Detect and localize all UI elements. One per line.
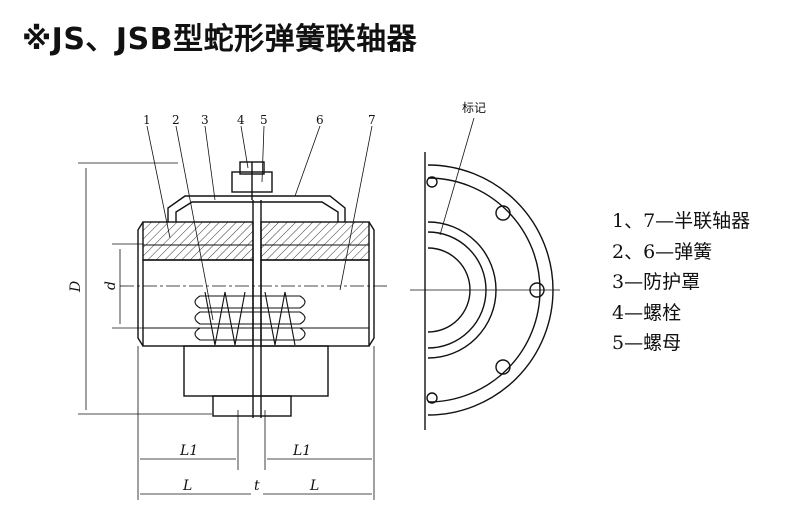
bolt-holes bbox=[426, 176, 545, 404]
right-hub-upper bbox=[260, 221, 370, 261]
left-hub-lower bbox=[142, 259, 254, 347]
side-section-view bbox=[78, 125, 390, 500]
legend-item: 3—防护罩 bbox=[612, 271, 701, 293]
end-view bbox=[410, 117, 560, 430]
callout-2: 2 bbox=[172, 113, 180, 127]
marker-label: 标记 bbox=[462, 101, 486, 115]
callout-3: 3 bbox=[201, 113, 209, 127]
page-title: ※JS、JSB型蛇形弹簧联轴器 bbox=[22, 22, 418, 57]
dim-L1-left: L1 bbox=[179, 443, 198, 459]
grid-spring bbox=[194, 291, 306, 346]
dim-L-right: L bbox=[309, 478, 319, 494]
callout-7: 7 bbox=[368, 113, 376, 127]
callout-4: 4 bbox=[237, 113, 245, 127]
legend-item: 2、6—弹簧 bbox=[612, 240, 713, 263]
callout-1: 1 bbox=[143, 113, 151, 127]
lower-body bbox=[183, 345, 329, 397]
callout-6: 6 bbox=[316, 113, 324, 127]
dim-L-left: L bbox=[182, 478, 192, 494]
dimension-labels: D d L1 L1 L t L bbox=[68, 281, 319, 494]
parts-legend: 1、7—半联轴器 2、6—弹簧 3—防护罩 4—螺栓 5—螺母 bbox=[612, 206, 750, 359]
legend-item: 5—螺母 bbox=[612, 332, 682, 354]
callout-labels: 1 2 3 4 5 6 7 标记 bbox=[143, 101, 486, 127]
dim-d: d bbox=[103, 281, 119, 290]
dim-t: t bbox=[254, 478, 260, 494]
callout-5: 5 bbox=[260, 113, 268, 127]
dim-L1-right: L1 bbox=[292, 443, 311, 459]
legend-item: 1、7—半联轴器 bbox=[612, 210, 751, 232]
bore-circle bbox=[427, 247, 471, 333]
outer-flange bbox=[427, 164, 554, 416]
dim-D: D bbox=[68, 281, 84, 293]
protective-cover bbox=[167, 195, 346, 222]
legend-item: 4—螺栓 bbox=[612, 301, 682, 324]
